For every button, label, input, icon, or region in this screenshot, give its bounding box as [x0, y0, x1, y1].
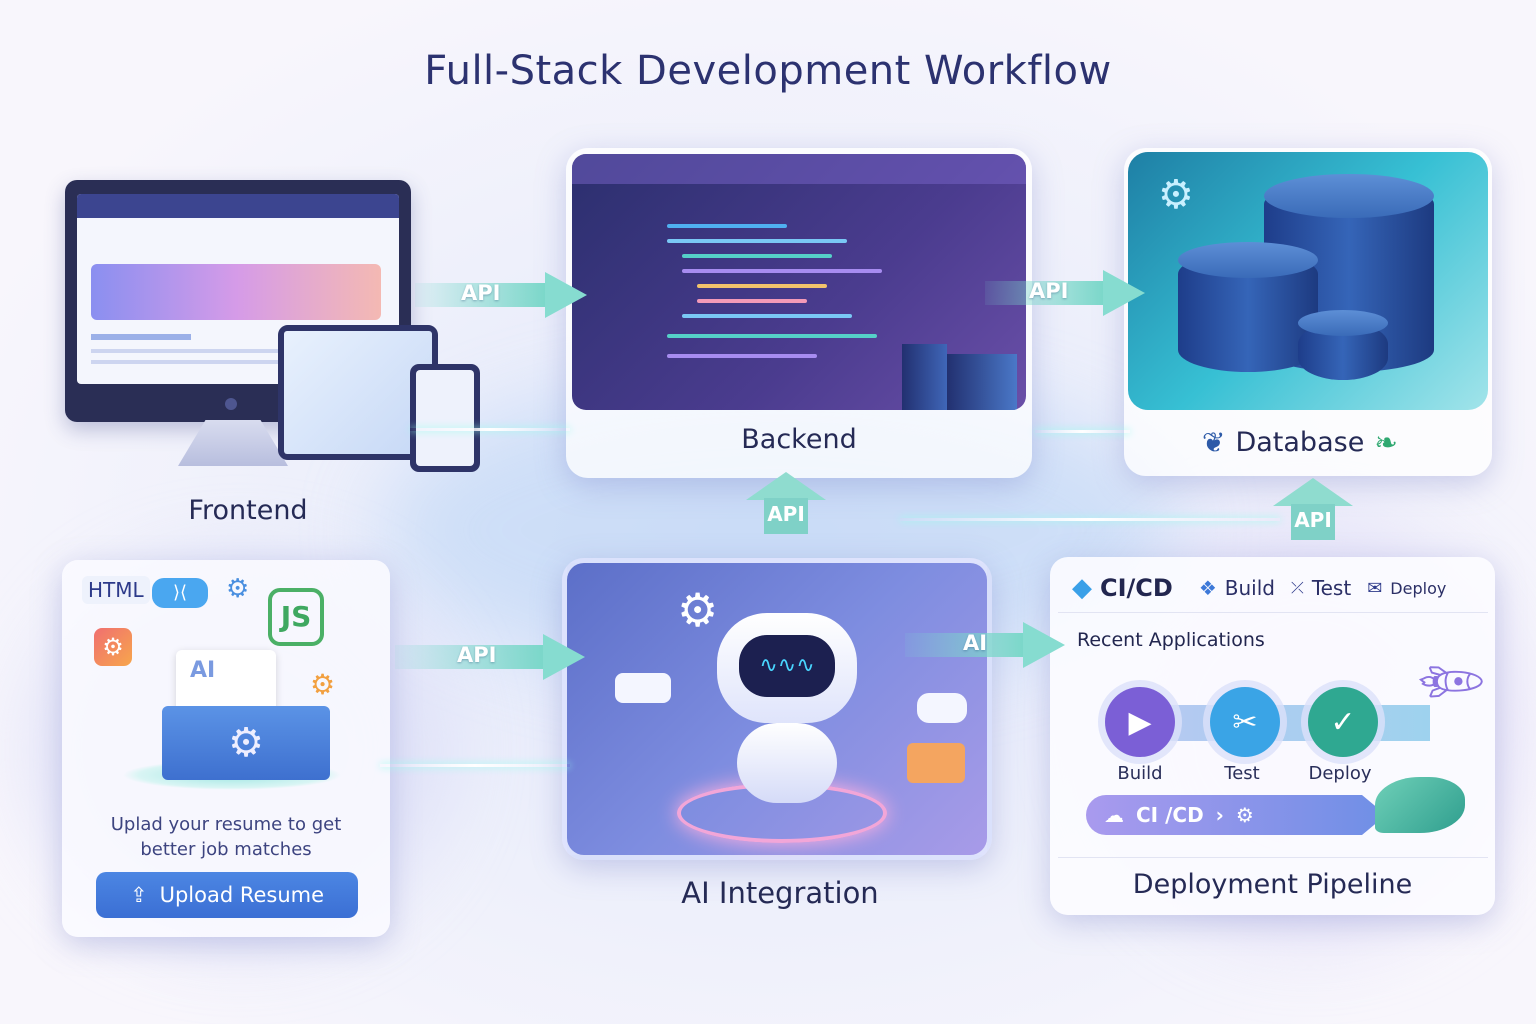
robot-head: ∿∿∿: [717, 613, 857, 723]
cicd-title: CI/CD: [1100, 574, 1173, 602]
connector-line: [900, 518, 1280, 521]
cicd-pipeline-bar: ☁ CI /CD › ⚙: [1086, 795, 1386, 835]
settings-app-icon: ⚙: [94, 628, 132, 666]
header-test[interactable]: Test: [1311, 576, 1352, 600]
step-test-icon[interactable]: ✂: [1210, 687, 1280, 757]
connector-line: [410, 428, 570, 431]
chevron-right-icon: ›: [1215, 803, 1224, 827]
gear-icon: ⚙: [677, 583, 719, 637]
upload-resume-button[interactable]: ⇪ Upload Resume: [96, 872, 358, 918]
header-build[interactable]: Build: [1224, 576, 1275, 600]
server-icon: [902, 344, 947, 410]
step-build-label: Build: [1117, 763, 1163, 784]
ai-arrow-ai-pipeline: AI: [905, 622, 1065, 668]
folder-icon: ⚙: [162, 706, 330, 780]
api-arrow-pipeline-database: API: [1273, 478, 1353, 540]
database-illustration: ⚙: [1128, 152, 1488, 410]
database-label: Database: [1235, 427, 1365, 458]
build-icon: ❖: [1198, 576, 1217, 600]
frontend-label: Frontend: [188, 495, 308, 526]
gear-icon: ⚙: [1158, 172, 1194, 218]
test-icon: ⤫: [1291, 578, 1304, 597]
connector-line: [380, 764, 570, 767]
mongodb-leaf-icon: ❧: [1374, 426, 1398, 459]
chat-bubble-icon: [615, 673, 671, 703]
monitor-stand: [178, 420, 288, 466]
step-deploy-icon[interactable]: ✓: [1308, 687, 1378, 757]
header-deploy[interactable]: Deploy: [1390, 578, 1447, 598]
nodejs-icon: JS: [268, 588, 324, 646]
chat-bubble-icon: [917, 693, 967, 723]
code-icon: ⟩⟨: [152, 578, 208, 608]
ai-integration-label: AI Integration: [681, 876, 879, 910]
postgres-elephant-icon: ❦: [1202, 426, 1226, 459]
recent-applications-title: Recent Applications: [1077, 629, 1265, 651]
api-arrow-ai-backend: API: [746, 472, 826, 534]
gear-icon: ⚙: [310, 668, 336, 701]
server-icon: [947, 354, 1017, 410]
upload-icon: ⇪: [129, 883, 148, 907]
mail-icon: ✉: [1367, 577, 1383, 599]
deployment-pipeline-label: Deployment Pipeline: [1132, 869, 1413, 900]
gear-icon: ⚙: [226, 574, 250, 604]
leaf-shape: [1375, 777, 1465, 833]
database-panel: ⚙ ❦ Database ❧: [1124, 148, 1492, 476]
backend-panel: Backend: [566, 148, 1032, 478]
step-test-label: Test: [1224, 763, 1260, 784]
gear-icon: ⚙: [1235, 803, 1254, 827]
ai-illustration: ∿∿∿ ⚙: [562, 558, 992, 860]
cloud-icon: ☁: [1104, 803, 1124, 827]
api-arrow-frontend-backend: API: [415, 272, 587, 318]
mail-icon: [907, 743, 965, 783]
robot-face: ∿∿∿: [739, 635, 835, 697]
api-arrow-resume-ai: API: [395, 634, 585, 680]
html-badge: HTML: [82, 576, 150, 604]
deployment-pipeline-card: ◆ CI/CD ❖ Build ⤫ Test ✉ Deploy Recent A…: [1050, 557, 1495, 915]
resume-description: Uplad your resume to get better job matc…: [110, 814, 342, 860]
connector-line: [1035, 430, 1130, 433]
cicd-diamond-icon: ◆: [1072, 573, 1092, 603]
robot-body: [737, 723, 837, 803]
code-editor: [572, 154, 1026, 410]
backend-label: Backend: [741, 424, 857, 455]
step-deploy-label: Deploy: [1308, 763, 1372, 784]
resume-upload-card: HTML ⟩⟨ ⚙ JS ⚙ ⚙ AI ⚙ Uplad your resume …: [62, 560, 390, 937]
api-arrow-backend-database: API: [985, 270, 1145, 316]
phone: [410, 364, 480, 472]
step-build-icon[interactable]: ▶: [1105, 687, 1175, 757]
cicd-header: ◆ CI/CD ❖ Build ⤫ Test ✉ Deploy: [1072, 573, 1482, 603]
page-title: Full-Stack Development Workflow: [424, 48, 1112, 94]
